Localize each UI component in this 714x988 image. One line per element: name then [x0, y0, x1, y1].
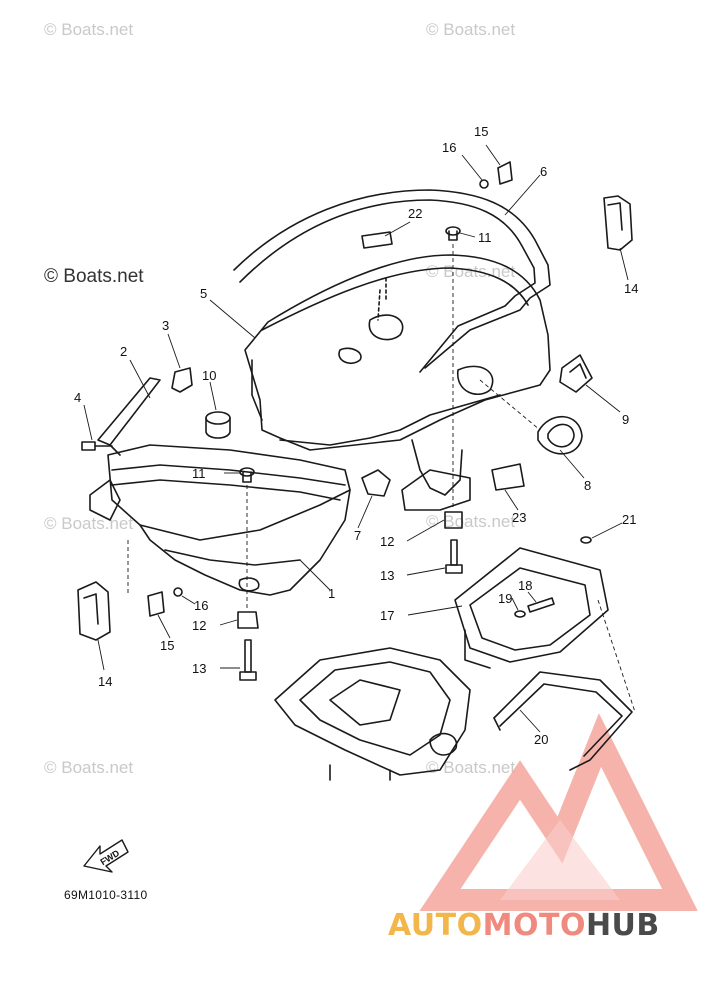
- brand-part-3: HUB: [585, 908, 660, 943]
- bracket-plate-17: [454, 547, 609, 669]
- callout-19: 19: [498, 591, 512, 606]
- callout-13: 13: [192, 661, 206, 676]
- seal-8: [537, 415, 583, 455]
- callout-1: 1: [328, 586, 335, 601]
- side-seal: [97, 377, 161, 456]
- watermark: © Boats.net: [426, 758, 516, 777]
- fwd-arrow-icon: FWD: [83, 839, 129, 873]
- watermark: © Boats.net: [44, 266, 144, 287]
- clip-15: [147, 161, 513, 617]
- callout-11: 11: [478, 230, 492, 245]
- callout-20: 20: [534, 732, 548, 747]
- callout-22: 22: [408, 206, 422, 221]
- callout-17: 17: [380, 608, 394, 623]
- callout-16: 16: [194, 598, 208, 613]
- plug-11: [239, 226, 461, 483]
- callout-5: 5: [200, 286, 207, 301]
- callout-15: 15: [474, 124, 488, 139]
- screw-21: [580, 536, 592, 544]
- watermark: © Boats.net: [426, 512, 516, 531]
- bottom-cowling-upper: [244, 254, 551, 511]
- callout-23: 23: [512, 510, 526, 525]
- callout-15: 15: [160, 638, 174, 653]
- bolt-4: [81, 441, 113, 451]
- callout-21: 21: [622, 512, 636, 527]
- lower-cowling: [89, 444, 351, 596]
- seal-9: [559, 354, 593, 393]
- watermark: © Boats.net: [44, 758, 134, 777]
- label-23: [491, 463, 525, 491]
- bolt-13: [239, 539, 463, 681]
- watermark: © Boats.net: [426, 20, 516, 39]
- brand-logo-triangle: [419, 713, 698, 911]
- callout-8: 8: [584, 478, 591, 493]
- callout-18: 18: [518, 578, 532, 593]
- label-22: [361, 231, 393, 249]
- top-seal-strip: [233, 189, 551, 373]
- assembly-lines: [127, 244, 636, 713]
- callout-12: 12: [380, 534, 394, 549]
- callout-9: 9: [622, 412, 629, 427]
- callout-4: 4: [74, 390, 81, 405]
- brand-part-2: MOTO: [482, 908, 586, 943]
- callout-14: 14: [624, 281, 638, 296]
- brand-part-1: AUTO: [388, 908, 483, 943]
- watermark: © Boats.net: [44, 20, 134, 39]
- callout-7: 7: [354, 528, 361, 543]
- callout-16: 16: [442, 140, 456, 155]
- callout-13: 13: [380, 568, 394, 583]
- leader-lines: [83, 144, 629, 733]
- screw-16: [173, 179, 489, 597]
- callout-14: 14: [98, 674, 112, 689]
- gasket-20: [493, 671, 633, 771]
- washer-19: [514, 610, 526, 618]
- callout-12: 12: [192, 618, 206, 633]
- callout-11: 11: [192, 466, 206, 481]
- bracket-3: [171, 367, 193, 393]
- diagram-code: 69M1010-3110: [64, 888, 148, 902]
- grommet-10: [205, 411, 231, 439]
- callout-2: 2: [120, 344, 127, 359]
- callout-3: 3: [162, 318, 169, 333]
- latch-14-lower: [77, 581, 111, 641]
- brand-wordmark: AUTOMOTOHUB: [388, 908, 660, 943]
- damper-7: [361, 469, 391, 497]
- latch-14-upper: [603, 195, 633, 251]
- bolt-18: [527, 597, 555, 613]
- grommet-12: [237, 511, 463, 629]
- callout-6: 6: [540, 164, 547, 179]
- callout-10: 10: [202, 368, 216, 383]
- engine-base: [274, 647, 471, 781]
